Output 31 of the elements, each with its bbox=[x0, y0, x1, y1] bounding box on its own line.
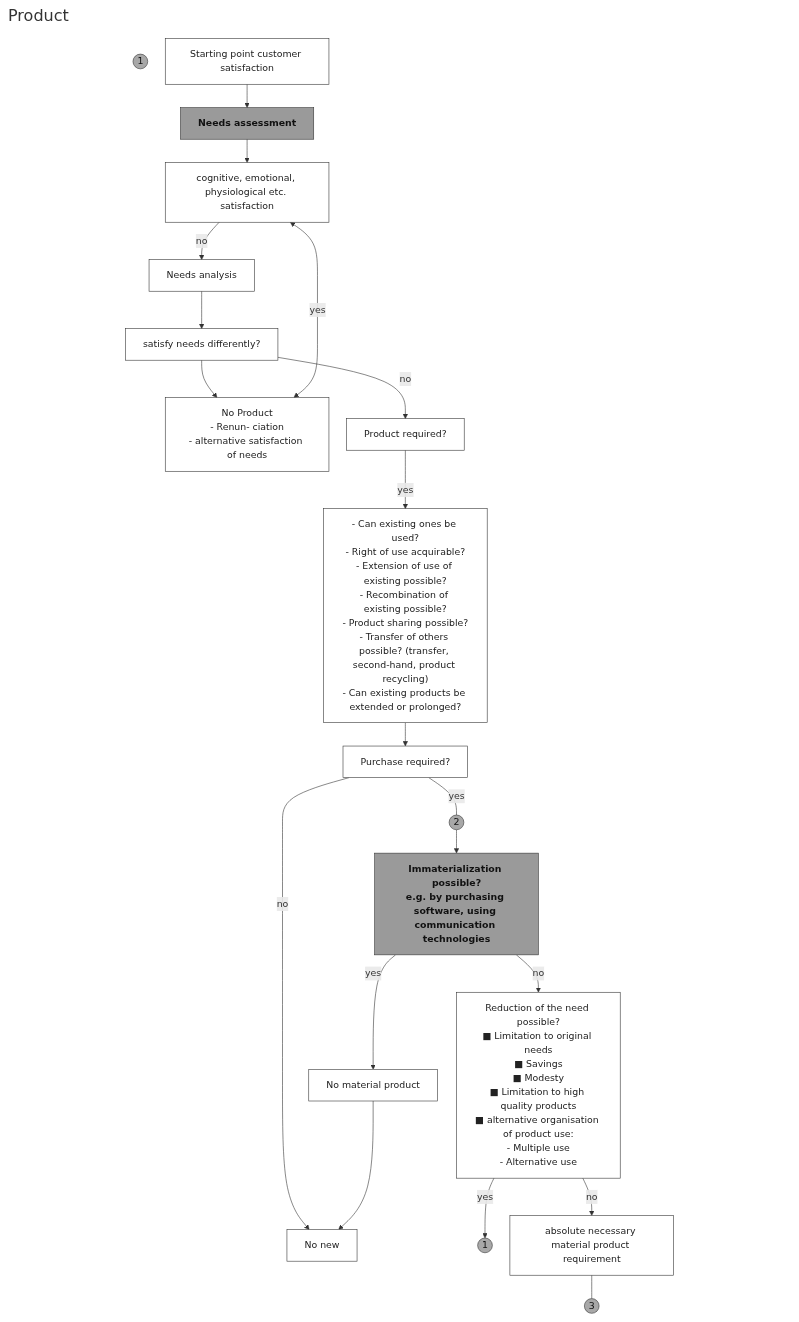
node-box: Starting point customer satisfaction bbox=[164, 38, 330, 85]
edge-label: no bbox=[532, 967, 545, 979]
edge-label: no bbox=[585, 1191, 598, 1203]
node-circle: 3 bbox=[584, 1298, 600, 1314]
node-box: Immaterialization possible? e.g. by purchasing software, using communication technologies bbox=[374, 852, 539, 956]
edge-label: yes bbox=[365, 967, 382, 979]
node-box: No material product bbox=[308, 1069, 438, 1102]
edge-label: no bbox=[276, 898, 289, 910]
edge-label: yes bbox=[309, 304, 326, 316]
node-box: No Product - Renun- ciation - alternative satisfaction of needs bbox=[164, 397, 330, 472]
node-box: cognitive, emotional, physiological etc. satisfaction bbox=[164, 162, 330, 223]
node-box: Product required? bbox=[346, 418, 465, 451]
node-box: - Can existing ones be used? - Right of use acquirable? - Extension of use of existing possible? - Recombination of existing possible? - Product sharing possible? - Transfer of others possible? (transfer, second-hand, product recycling) - Can existing products be extended or prolonged? bbox=[323, 508, 488, 723]
node-box: satisfy needs differently? bbox=[125, 328, 279, 361]
node-circle: 1 bbox=[477, 1237, 493, 1254]
edge-label: yes bbox=[397, 484, 414, 496]
node-box: Purchase required? bbox=[342, 745, 468, 778]
edge-label: yes bbox=[476, 1191, 494, 1203]
node-box: Reduction of the need possible? ■ Limitation to original needs ■ Savings ■ Modesty ■ Limitation to high quality products ■ alternative organisation of product use: - Multiple use - Alternative use bbox=[456, 992, 621, 1179]
node-box: absolute necessary material product requirement bbox=[509, 1215, 674, 1276]
node-circle: 2 bbox=[448, 814, 465, 831]
edge-label: yes bbox=[448, 790, 465, 802]
node-circle: 1 bbox=[132, 53, 148, 70]
edge-label: no bbox=[399, 373, 412, 385]
node-box: Needs analysis bbox=[148, 259, 255, 292]
connector bbox=[428, 777, 457, 816]
node-box: No new bbox=[286, 1229, 358, 1262]
connector bbox=[591, 1274, 593, 1299]
node-box: Needs assessment bbox=[180, 107, 315, 140]
edge-label: no bbox=[195, 235, 208, 247]
floating-label: Product bbox=[8, 6, 69, 25]
